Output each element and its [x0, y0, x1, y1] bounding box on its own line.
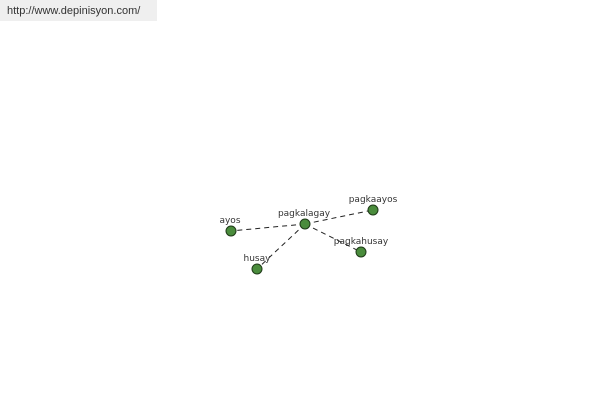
graph-node[interactable]: [367, 204, 379, 216]
graph-edge: [256, 223, 306, 270]
graph-edge: [230, 223, 306, 232]
node-label[interactable]: husay: [244, 254, 272, 264]
node-label[interactable]: pagkalagay: [278, 209, 331, 219]
site-url[interactable]: http://www.depinisyon.com/: [0, 0, 157, 21]
graph-node[interactable]: [225, 225, 237, 237]
graph-node[interactable]: [355, 246, 367, 258]
graph-edge: [304, 209, 374, 225]
graph-node[interactable]: [299, 218, 311, 230]
node-label[interactable]: pagkaayos: [349, 195, 398, 205]
graph-edge: [304, 223, 362, 253]
node-label[interactable]: pagkahusay: [334, 237, 389, 247]
node-label[interactable]: ayos: [219, 216, 240, 226]
graph-node[interactable]: [251, 263, 263, 275]
